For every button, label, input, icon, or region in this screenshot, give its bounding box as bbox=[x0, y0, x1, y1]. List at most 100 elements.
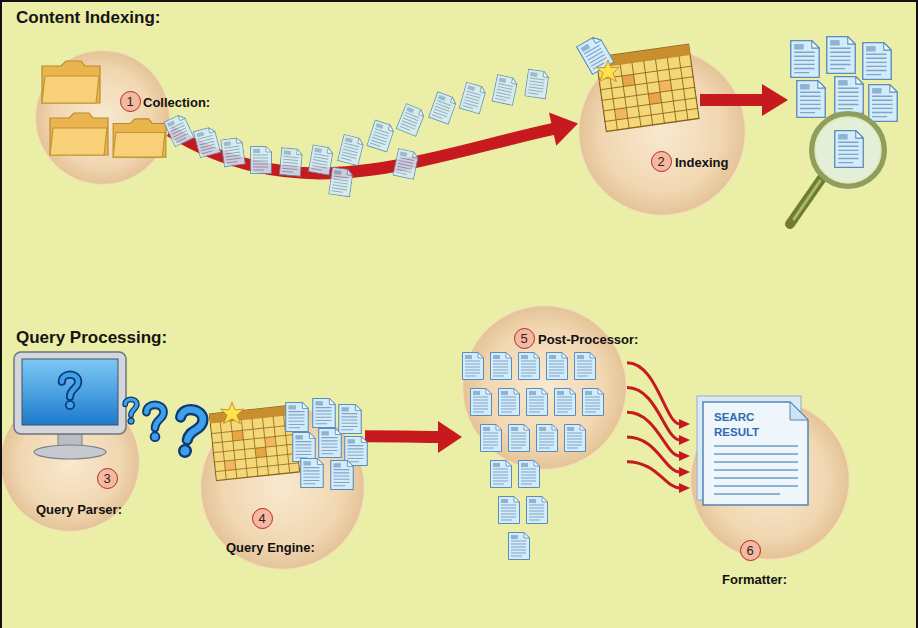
text-holder: Formatter: bbox=[722, 570, 787, 588]
text-holder: Query Processing: bbox=[16, 328, 167, 348]
folder-icon bbox=[50, 113, 108, 155]
document-icon bbox=[565, 425, 586, 452]
text-holder: 3 bbox=[97, 468, 118, 489]
circle-fill bbox=[1, 393, 140, 532]
text-holder: 5 bbox=[514, 328, 535, 349]
text-holder: 6 bbox=[740, 540, 761, 561]
document-icon bbox=[313, 399, 336, 428]
circle-fill bbox=[691, 401, 849, 559]
text-holder: Collection: bbox=[143, 93, 210, 111]
document-icon bbox=[575, 353, 596, 380]
arrow-shaft bbox=[170, 129, 554, 173]
indexed-documents bbox=[790, 37, 897, 224]
document-icon bbox=[286, 403, 309, 432]
magnifier-rim bbox=[812, 114, 884, 186]
document-icon bbox=[519, 461, 540, 488]
step-label: Query Parser: bbox=[36, 502, 122, 518]
document-title: SEARC bbox=[714, 410, 754, 424]
document-icon bbox=[329, 167, 354, 197]
document-icon bbox=[527, 497, 548, 524]
search-result-document bbox=[697, 396, 808, 505]
text-holder: RESULT bbox=[714, 422, 759, 440]
document-icon bbox=[429, 92, 458, 125]
arrow-head bbox=[679, 483, 690, 493]
question-mark-icon bbox=[125, 399, 137, 424]
text-holder: 1 bbox=[120, 91, 141, 112]
document-icon bbox=[251, 147, 272, 174]
document-icon bbox=[827, 37, 856, 74]
circle-fill bbox=[579, 49, 745, 215]
magnifier-lens bbox=[812, 114, 884, 186]
document-icon bbox=[547, 353, 568, 380]
arrow-shaft bbox=[700, 94, 764, 106]
circle-fill bbox=[201, 406, 364, 569]
text-holder: Content Indexing: bbox=[16, 8, 160, 28]
arrow-shaft bbox=[627, 462, 680, 488]
arrow-shaft bbox=[627, 363, 680, 424]
document-sheet bbox=[703, 402, 808, 505]
arrow-shaft bbox=[627, 388, 680, 441]
question-mark-icon bbox=[146, 405, 163, 441]
document-icon bbox=[525, 69, 550, 99]
magnifier-handle bbox=[790, 178, 822, 224]
circle-fill bbox=[36, 51, 170, 185]
document-icon bbox=[308, 145, 333, 175]
document-icon bbox=[396, 104, 426, 137]
arrow-head bbox=[762, 84, 788, 116]
step-label: Indexing bbox=[675, 155, 728, 171]
document-title: RESULT bbox=[714, 425, 759, 439]
document-icon bbox=[583, 389, 604, 416]
arrow-head bbox=[679, 419, 690, 429]
callout-number: 4 bbox=[252, 508, 273, 529]
monitor-body bbox=[14, 352, 126, 434]
document-icon bbox=[491, 461, 512, 488]
document-icon bbox=[791, 41, 820, 78]
callout-number: 1 bbox=[120, 91, 141, 112]
callout-number: 6 bbox=[740, 540, 761, 561]
step-label: Formatter: bbox=[722, 572, 787, 588]
section-heading: Query Processing: bbox=[16, 328, 167, 348]
document-icon bbox=[393, 149, 419, 180]
document-icon bbox=[835, 131, 864, 168]
section-heading: Content Indexing: bbox=[16, 8, 160, 28]
text-holder: SEARC bbox=[714, 407, 754, 425]
document-icon bbox=[367, 120, 395, 152]
document-icon bbox=[499, 497, 520, 524]
document-icon bbox=[869, 85, 898, 122]
document-icon bbox=[555, 389, 576, 416]
burst-icon bbox=[221, 402, 244, 424]
document-icon bbox=[519, 353, 540, 380]
document-icon bbox=[338, 134, 365, 165]
document-icon bbox=[863, 43, 892, 80]
document-icon bbox=[509, 533, 530, 560]
arrow-head bbox=[679, 451, 690, 461]
text-holder: Query Parser: bbox=[36, 500, 122, 518]
folder-icon bbox=[42, 61, 100, 103]
flow-arrow bbox=[365, 421, 462, 453]
monitor-screen bbox=[22, 359, 118, 425]
monitor-base bbox=[34, 445, 106, 459]
circle-fill bbox=[463, 306, 626, 469]
question-mark-icon bbox=[173, 408, 205, 459]
document-icon bbox=[527, 389, 548, 416]
document-icon bbox=[459, 82, 487, 114]
document-icon bbox=[835, 77, 864, 114]
arrow-head bbox=[549, 113, 578, 146]
document-icon bbox=[537, 425, 558, 452]
text-holder: Query Engine: bbox=[226, 538, 315, 556]
flow-arrow bbox=[627, 363, 690, 493]
magnifier-rim-shine bbox=[815, 117, 881, 183]
document-lines bbox=[714, 446, 798, 494]
document-icon bbox=[339, 405, 362, 434]
document-icon bbox=[481, 425, 502, 452]
document-icon bbox=[193, 126, 220, 158]
arrow-shaft bbox=[365, 430, 439, 443]
step-label: Post-Processor: bbox=[538, 332, 638, 348]
arrow-head bbox=[679, 467, 690, 477]
burst-icon bbox=[597, 60, 620, 82]
folder-icon bbox=[113, 119, 166, 157]
magnifier-handle-shine bbox=[794, 181, 820, 219]
arrow-head bbox=[438, 421, 462, 453]
